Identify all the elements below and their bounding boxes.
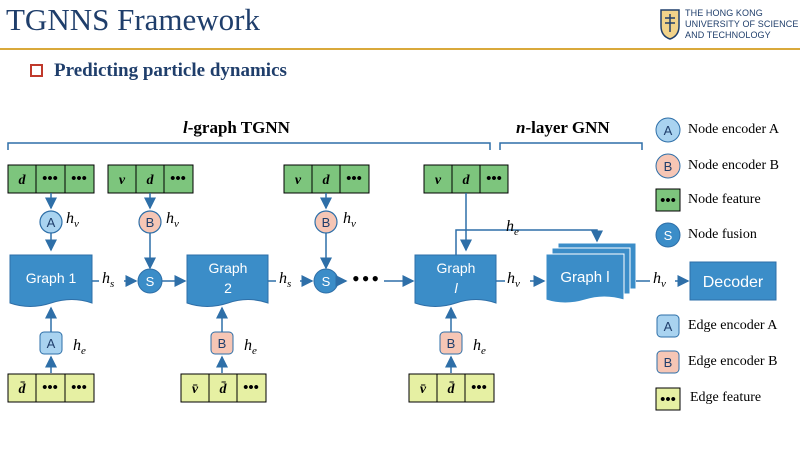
node-feature-row-3: v d ••• [283, 164, 370, 194]
label-h-s: hs [102, 270, 115, 291]
page-title: TGNNS Framework [6, 2, 260, 37]
legend-label: Edge encoder B [688, 354, 778, 369]
edge-encoder-a-label: A [47, 336, 56, 351]
brace-gnn [499, 142, 643, 150]
node-feature-cell: d [147, 173, 155, 188]
node-feature-row-1: d ••• ••• [7, 164, 95, 194]
node-feature-cell: ••• [42, 171, 58, 187]
header-rule [0, 48, 800, 50]
node-feature-cell: ••• [71, 171, 87, 187]
edge-feature-cell: ••• [42, 380, 58, 396]
label-h-s: hs [279, 270, 292, 291]
section-header-gnn: n-layer GNN [516, 118, 610, 137]
legend-symbol: B [664, 355, 673, 370]
node-fusion-label: S [322, 274, 331, 289]
edge-feature-cell: ••• [471, 380, 487, 396]
legend-label: Node fusion [688, 227, 757, 242]
legend-label: Node feature [688, 192, 761, 207]
graph-n-layer-label: Graph l [560, 269, 609, 286]
node-feature-row-2: v d ••• [107, 164, 194, 194]
legend-label: Node encoder A [688, 122, 779, 137]
edge-feature-cell: ••• [243, 380, 259, 396]
graph-l-box [414, 254, 497, 307]
legend-symbol: A [664, 123, 673, 138]
legend-symbol: ••• [660, 392, 676, 408]
graph-1-box [9, 254, 93, 307]
node-feature-cell: v [435, 173, 442, 188]
node-feature-cell: v [119, 173, 126, 188]
legend-symbol: A [664, 319, 673, 334]
label-h-v: hv [507, 270, 520, 291]
brace-tgnn [7, 142, 491, 150]
logo-line-1: THE HONG KONG [685, 8, 763, 18]
edge-feature-row-3: v̄ d̄ ••• [408, 373, 495, 403]
graph-2-label-line2: 2 [224, 280, 232, 296]
edge-feature-cell: ••• [71, 380, 87, 396]
legend-symbol: ••• [660, 193, 676, 209]
subtitle: Predicting particle dynamics [30, 60, 287, 82]
label-h-e: he [244, 337, 257, 358]
legend-shapes: A B ••• S A B ••• [655, 117, 681, 411]
subtitle-text: Predicting particle dynamics [54, 60, 287, 81]
label-h-e: he [73, 337, 86, 358]
node-feature-cell: d [323, 173, 331, 188]
node-feature-cell: ••• [346, 171, 362, 187]
label-h-e: he [506, 218, 519, 239]
ellipsis: ••• [352, 266, 382, 291]
section-header-tgnn: l-graph TGNN [183, 118, 290, 137]
legend-label: Node encoder B [688, 158, 779, 173]
edge-feature-cell: v̄ [192, 382, 199, 397]
graph-2-box [186, 254, 269, 307]
node-feature-cell: d [19, 173, 27, 188]
graph-2-label-line1: Graph [209, 260, 248, 276]
label-h-v: hv [653, 270, 666, 291]
edge-feature-row-1: d̄ ••• ••• [7, 373, 95, 403]
graph-l-label-line1: Graph [437, 260, 476, 276]
logo-line-2: UNIVERSITY OF SCIENCE [685, 19, 799, 29]
edge-feature-cell: d̄ [19, 381, 27, 397]
node-encoder-b-label: B [146, 215, 155, 230]
label-h-e: he [473, 337, 486, 358]
label-h-v: hv [166, 210, 179, 231]
edge-feature-cell: v̄ [420, 382, 427, 397]
node-encoder-b-label: B [322, 215, 331, 230]
edge-feature-cell: d̄ [448, 381, 456, 397]
graph-1-label: Graph 1 [26, 270, 77, 286]
node-fusion-label: S [146, 274, 155, 289]
edge-feature-row-2: v̄ d̄ ••• [180, 373, 267, 403]
node-feature-row-4: v d ••• [423, 164, 509, 194]
edge-encoder-b-label: B [447, 336, 456, 351]
graph-l-label-line2: l [454, 280, 458, 296]
node-feature-cell: ••• [170, 171, 186, 187]
legend-symbol: B [664, 159, 673, 174]
university-logo: THE HONG KONG UNIVERSITY OF SCIENCE AND … [659, 8, 799, 42]
edge-encoder-b-label: B [218, 336, 227, 351]
label-h-v: hv [66, 210, 79, 231]
logo-line-3: AND TECHNOLOGY [685, 30, 771, 40]
node-feature-cell: v [295, 173, 302, 188]
node-feature-cell: d [463, 173, 471, 188]
node-encoder-a-label: A [47, 215, 56, 230]
legend-symbol: S [664, 228, 673, 243]
checkbox-bullet-icon [30, 64, 43, 77]
hkust-crest-icon [660, 9, 680, 40]
logo-text: THE HONG KONG UNIVERSITY OF SCIENCE AND … [685, 8, 798, 41]
label-h-v: hv [343, 210, 356, 231]
edge-feature-cell: d̄ [220, 381, 228, 397]
legend-label: Edge feature [690, 390, 762, 405]
node-feature-cell: ••• [486, 171, 502, 187]
legend-label: Edge encoder A [688, 318, 778, 333]
decoder-label: Decoder [703, 274, 764, 291]
decoder-box [689, 261, 777, 301]
graph-n-layer-box [545, 253, 625, 304]
